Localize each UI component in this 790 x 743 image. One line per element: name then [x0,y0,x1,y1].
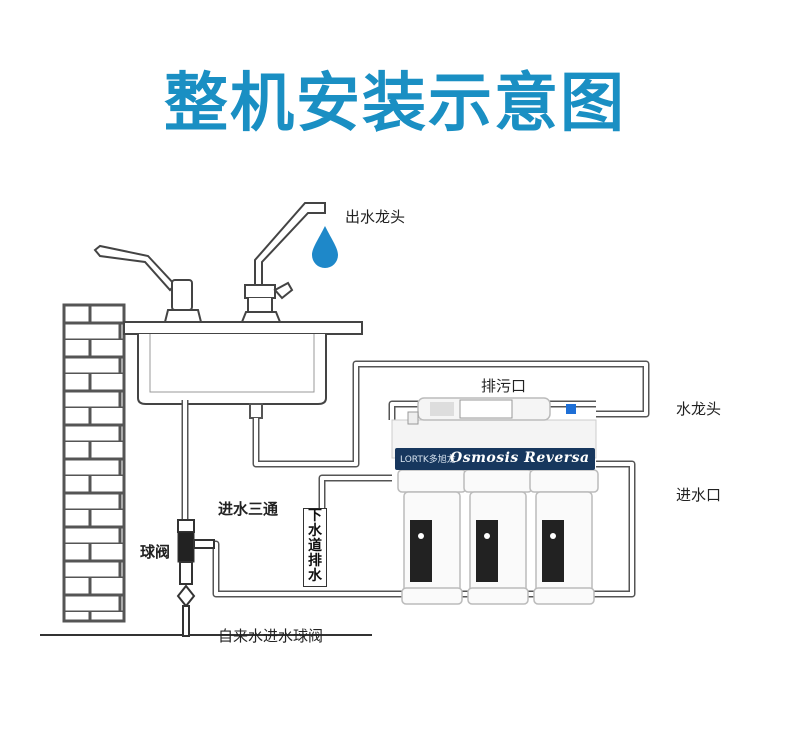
supply-ball-valve [176,561,196,637]
inlet-tee [177,519,215,563]
sink-basin [137,334,327,405]
ro-filter-unit [391,397,599,605]
label-inlet-tee: 进水三通 [218,500,279,518]
brand-logo: LORTK多旭龙 [400,455,456,465]
sewer-char: 水 [308,568,322,584]
brick-wall [62,303,126,623]
ro-faucet [240,202,326,323]
sewer-char: 道 [308,538,322,554]
page-title: 整机安装示意图 [164,67,626,141]
label-ball-valve: 球阀 [140,543,171,561]
label-water-tap: 水龙头 [676,400,722,418]
kitchen-faucet [93,244,203,323]
sink-drain [249,403,263,419]
countertop [123,321,363,335]
brand-band: LORTK多旭龙 Osmosis Reversa [395,448,595,470]
sewer-char: 排 [308,553,322,569]
label-water-inlet: 进水口 [676,486,722,504]
label-faucet-outlet: 出水龙头 [345,208,406,226]
label-sewer-drain: 下 水 道 排 水 [303,508,327,587]
water-drop-icon [312,226,338,268]
label-drain-outlet: 排污口 [481,377,527,395]
model-text: Osmosis Reversa [450,450,590,466]
label-tap-water-ball-valve: 自来水进水球阀 [218,627,324,645]
sewer-char: 下 [308,508,322,524]
sewer-char: 水 [308,523,322,539]
